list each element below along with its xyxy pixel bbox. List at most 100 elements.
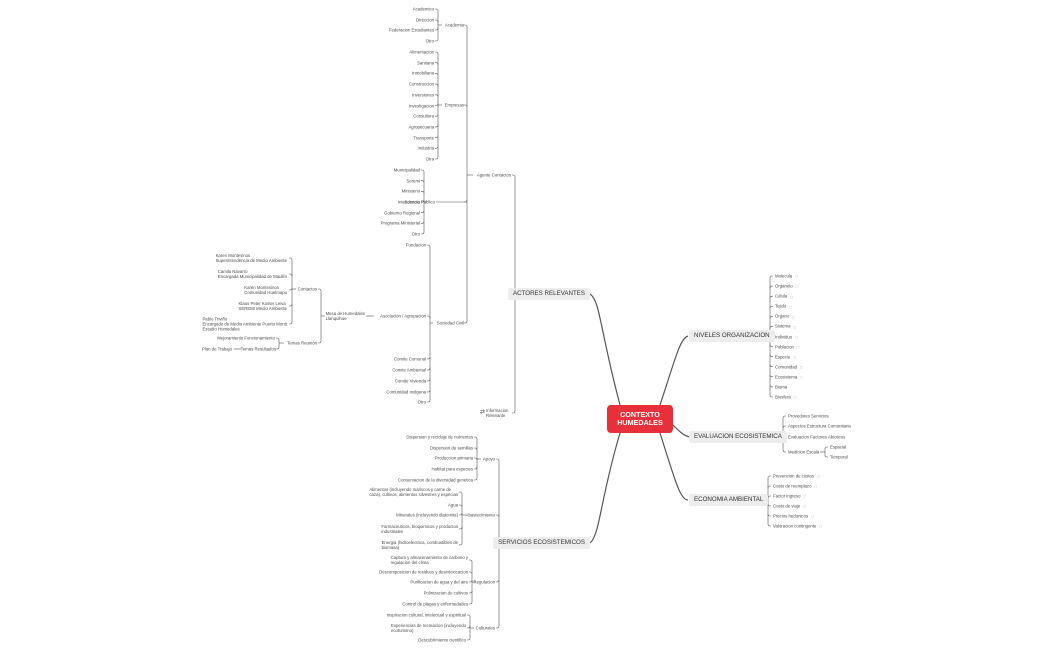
culturales-item[interactable]: Descubrimiento cientifico	[418, 638, 466, 643]
contacto-person[interactable]: Karen Montesinos Superintendencia de Med…	[216, 253, 287, 263]
servicio-publico-item[interactable]: Ministerio	[402, 189, 420, 194]
note-icon[interactable]: □	[793, 354, 796, 360]
apoyo-item[interactable]: Conservacion de la diversidad genetica	[398, 478, 473, 483]
node-asociacion-agrupacion[interactable]: Asociación / Agrupación	[380, 314, 426, 319]
escala-item[interactable]: Espacial	[830, 445, 846, 450]
empresa-item[interactable]: Inmobiliaria	[412, 71, 434, 76]
sociedad-item[interactable]: Comite Comunal	[394, 357, 426, 362]
branch-actores-relevantes[interactable]: ACTORES RELEVANTES	[508, 288, 590, 300]
note-icon[interactable]: □	[793, 324, 796, 330]
node-empresas[interactable]: Empresas	[445, 103, 464, 108]
node-temas-resultados[interactable]: Temas Resultados	[241, 347, 276, 352]
contacto-person[interactable]: Camila Navarro Encargada Municipalidad d…	[218, 269, 287, 279]
nivel-item[interactable]: Ecosistema□	[775, 374, 803, 379]
nivel-item[interactable]: Bioma	[775, 384, 787, 389]
academia-item[interactable]: Otro	[426, 39, 434, 44]
regulacion-item[interactable]: Captura y almacenamiento de carbono y re…	[391, 555, 468, 565]
servicio-publico-item[interactable]: Seremi	[406, 178, 420, 183]
branch-evaluacion-ecosistemica[interactable]: EVALUACION ECOSISTEMICA	[689, 431, 787, 443]
nivel-item[interactable]: Célula□	[775, 293, 793, 298]
sociedad-item[interactable]: Comunidad Indigena	[386, 390, 426, 395]
nivel-item[interactable]: Sistema□	[775, 324, 796, 329]
economia-item[interactable]: Valoracion contingente□	[773, 523, 822, 528]
node-temas-reunion[interactable]: Temas Reunión	[287, 341, 317, 346]
economia-item[interactable]: Costo de reemplazo□	[773, 483, 817, 488]
abastecimiento-item[interactable]: Energia (hidroelectrica, combustibles de…	[382, 540, 458, 550]
servicio-publico-item[interactable]: Municipalidad	[394, 168, 420, 173]
economia-item[interactable]: Precios hedonicos□	[773, 513, 814, 518]
node-apoyo[interactable]: Apoyo	[483, 457, 495, 462]
note-icon[interactable]: □	[814, 483, 817, 489]
empresa-item[interactable]: Transporte	[413, 135, 434, 140]
evaluacion-item[interactable]: Evaluacion Factores Abioticos	[788, 435, 845, 440]
economia-item[interactable]: Factor ingreso□	[773, 493, 806, 498]
note-icon[interactable]: □	[795, 283, 799, 289]
node-regulacion[interactable]: Regulacion	[474, 580, 496, 585]
note-icon[interactable]: □	[819, 523, 822, 529]
regulacion-item[interactable]: Descomposicion de residuos y desintoxica…	[379, 570, 468, 575]
empresa-item[interactable]: Investigacion	[409, 103, 434, 108]
temas-reunion-item[interactable]: Mejoramiento Funcionamiento	[217, 336, 275, 341]
note-icon[interactable]: □	[793, 394, 797, 400]
sociedad-item[interactable]: Otro	[418, 400, 426, 405]
note-icon[interactable]: □	[789, 303, 792, 309]
nivel-item[interactable]: Tejido□	[775, 304, 792, 309]
nivel-item[interactable]: Poblacion□	[775, 344, 799, 349]
evaluacion-item[interactable]: Aspectos Estructura Comunitaria	[788, 424, 851, 429]
note-icon[interactable]: □	[817, 473, 820, 479]
empresa-item[interactable]: Inversiones	[412, 92, 434, 97]
note-icon[interactable]: □	[790, 293, 793, 299]
academia-item[interactable]: Direccion	[416, 18, 434, 23]
empresa-item[interactable]: Agropecuaria	[408, 124, 434, 129]
servicio-publico-item[interactable]: Intendencia	[398, 200, 420, 205]
note-icon[interactable]: □	[795, 334, 798, 340]
nivel-item[interactable]: Individuo□	[775, 334, 798, 339]
culturales-item[interactable]: Experiencias de recreacion (incluyendo e…	[391, 623, 466, 633]
apoyo-item[interactable]: Dispersion y reciclaje de nutrientes	[406, 435, 473, 440]
servicio-publico-item[interactable]: Programa Ministerial	[381, 221, 420, 226]
node-culturales[interactable]: Culturales	[476, 626, 495, 631]
node-abastecimiento[interactable]: Abastecimiento	[466, 513, 495, 518]
note-icon[interactable]: □	[800, 374, 803, 380]
sociedad-item[interactable]: Comite Vivienda	[395, 379, 426, 384]
contacto-person[interactable]: Karen Montesinos Comunidad Huelmapu	[244, 285, 287, 295]
node-academia[interactable]: Academia	[445, 23, 464, 28]
nivel-item[interactable]: Organo□	[775, 314, 795, 319]
note-icon[interactable]: □	[796, 344, 800, 350]
sociedad-item[interactable]: Fundacion	[406, 243, 426, 248]
empresa-item[interactable]: Consultora	[413, 114, 434, 119]
branch-economia-ambiental[interactable]: ECONOMIA AMBIENTAL	[689, 494, 769, 506]
servicio-publico-item[interactable]: Otro	[412, 232, 420, 237]
node-mesa-humedales[interactable]: Mesa de Humedales Llanquihue	[326, 311, 365, 321]
node-servicio-publico[interactable]: Servicio Publico	[404, 200, 435, 205]
regulacion-item[interactable]: Purificacion de agua y del aire	[410, 580, 468, 585]
note-icon[interactable]: □	[792, 314, 795, 320]
servicio-publico-item[interactable]: Gobierno Regional	[384, 210, 420, 215]
abastecimiento-item[interactable]: Minerales (incluyendo diatomita)	[396, 513, 458, 518]
evaluacion-item[interactable]: Medicion Escala	[788, 450, 819, 455]
escala-item[interactable]: Temporal	[830, 455, 848, 460]
contacto-person[interactable]: Pablo Triviño Encargado de Medio Ambient…	[202, 317, 287, 332]
note-icon[interactable]: □	[799, 364, 803, 370]
apoyo-item[interactable]: Produccion primaria	[435, 456, 473, 461]
central-topic[interactable]: CONTEXTO HUMEDALES	[607, 405, 673, 433]
abastecimiento-item[interactable]: Agua	[448, 503, 458, 508]
empresa-item[interactable]: Sanitaria	[417, 60, 434, 65]
abastecimiento-item[interactable]: Farmaceuticos, bioquimicos y productos i…	[381, 524, 458, 534]
node-agente-contactos[interactable]: Agente Contactos	[477, 173, 511, 178]
note-icon[interactable]: □	[803, 503, 806, 509]
apoyo-item[interactable]: Dispersion de semillas	[430, 446, 473, 451]
empresa-item[interactable]: Alimentacion	[409, 50, 434, 55]
empresa-item[interactable]: Industria	[418, 146, 434, 151]
note-icon[interactable]: □	[811, 513, 814, 519]
note-icon[interactable]: □	[795, 273, 798, 279]
culturales-item[interactable]: Inspiracion cultural, intelectual y espi…	[387, 613, 466, 618]
nivel-item[interactable]: Especie□	[775, 354, 796, 359]
nivel-item[interactable]: Comunidad□	[775, 364, 802, 369]
academia-item[interactable]: Academico	[413, 7, 434, 12]
node-sociedad-civil[interactable]: Sociedad Civil	[437, 321, 464, 326]
sociedad-item[interactable]: Comite Ambiental	[392, 368, 426, 373]
node-informacion-relevante[interactable]: Informacion Relevante	[486, 408, 508, 418]
link-icon[interactable]: ⇄	[479, 409, 485, 416]
regulacion-item[interactable]: Control de plagas y enfermedades	[402, 602, 468, 607]
